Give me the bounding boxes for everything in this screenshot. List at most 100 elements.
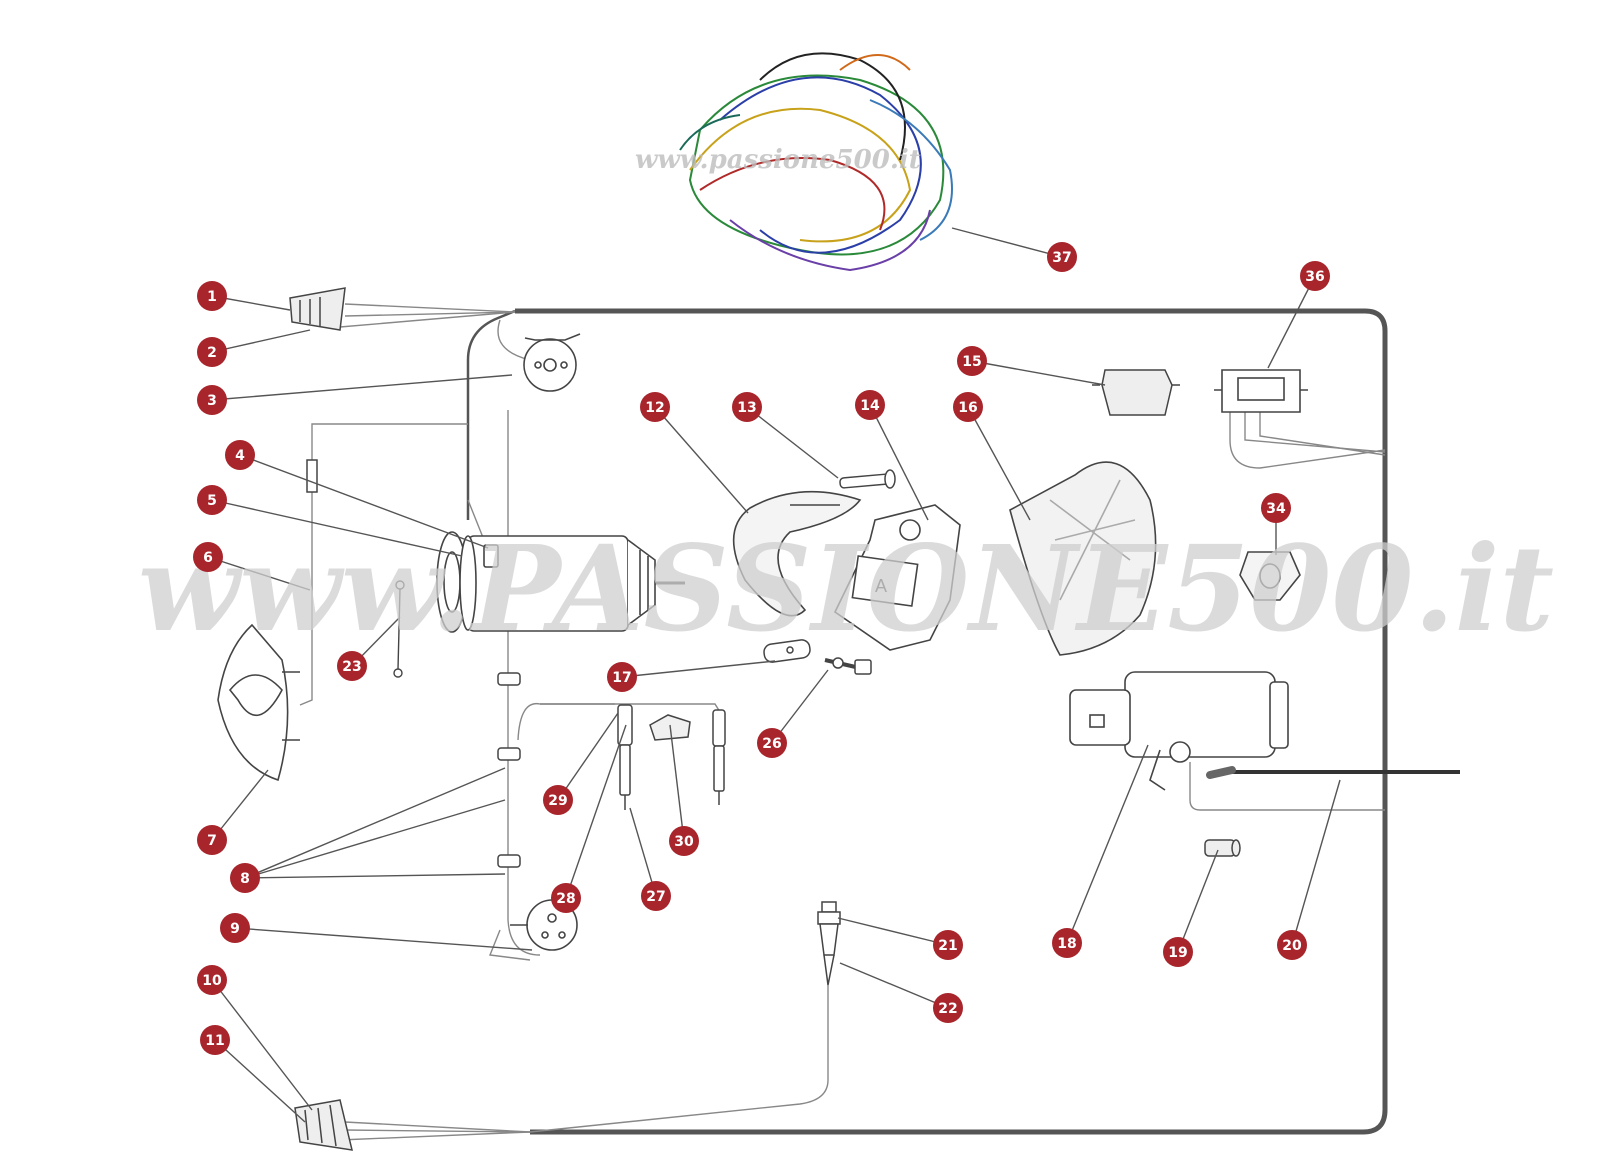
callout-badge-18: 18 [1052, 928, 1082, 958]
callout-badge-21: 21 [933, 930, 963, 960]
callout-number: 7 [207, 833, 217, 849]
callout-badge-13: 13 [732, 392, 762, 422]
callout-badge-22: 22 [933, 993, 963, 1023]
callout-badge-23: 23 [337, 651, 367, 681]
callout-badge-12: 12 [640, 392, 670, 422]
spark-plug-icon [617, 704, 726, 810]
horn-icon [523, 333, 581, 392]
fuse-box-icon: A [833, 504, 961, 651]
callout-number: 10 [202, 973, 222, 989]
callout-number: 5 [207, 493, 217, 509]
callout-badge-circle [197, 825, 227, 855]
callout-badge-6: 6 [193, 542, 223, 572]
cable-20-end [1206, 766, 1236, 779]
callout-badge-circle [933, 930, 963, 960]
callout-badge-circle [607, 662, 637, 692]
callout-number: 26 [762, 736, 781, 752]
callout-badge-circle [197, 485, 227, 515]
gasket-34-icon [1239, 551, 1301, 601]
callout-number: 34 [1266, 501, 1286, 517]
callout-number: 2 [207, 345, 217, 361]
callout-badge-1: 1 [197, 281, 227, 311]
headlamp-icon [217, 623, 300, 782]
fuse-cover-strap-icon [732, 490, 862, 617]
callout-badge-circle [1300, 261, 1330, 291]
watermark-main: www.PASSIONE500.it [138, 519, 1554, 658]
callout-number: 15 [962, 354, 981, 370]
rear-lamp-icon [294, 1099, 353, 1151]
callout-number: 20 [1282, 938, 1302, 954]
callout-badge-circle [1163, 937, 1193, 967]
callout-badge-36: 36 [1300, 261, 1330, 291]
callout-number: 12 [645, 400, 664, 416]
callout-number: 18 [1057, 936, 1076, 952]
callout-badge-3: 3 [197, 385, 227, 415]
callout-badge-10: 10 [197, 965, 227, 995]
callout-number: 27 [646, 889, 665, 905]
callout-badge-circle [197, 385, 227, 415]
voltage-regulator-icon [1092, 369, 1180, 416]
callout-badge-26: 26 [757, 728, 787, 758]
callout-number: 1 [207, 289, 217, 305]
dynamo-icon [436, 531, 685, 633]
front-indicator-icon [289, 287, 346, 331]
callout-badge-circle [551, 883, 581, 913]
callout-number: 29 [548, 793, 567, 809]
callout-number: 3 [207, 393, 217, 409]
terminal-bolt-icon [824, 657, 872, 675]
callout-number: 17 [612, 670, 631, 686]
callout-number: 36 [1305, 269, 1324, 285]
callout-badge-8: 8 [230, 863, 260, 893]
svg-text:A: A [875, 576, 887, 596]
grommet-19-icon [1204, 839, 1241, 857]
callout-badge-circle [1052, 928, 1082, 958]
callout-badge-7: 7 [197, 825, 227, 855]
callout-badge-circle [197, 281, 227, 311]
callout-number: 37 [1052, 250, 1071, 266]
callout-number: 11 [205, 1033, 224, 1049]
grommets [497, 672, 521, 868]
callout-badge-19: 19 [1163, 937, 1193, 967]
callout-badge-circle [1047, 242, 1077, 272]
callout-badge-5: 5 [197, 485, 227, 515]
callout-badge-34: 34 [1261, 493, 1291, 523]
callout-number: 4 [235, 448, 245, 464]
main-loom-frame [466, 308, 1388, 1135]
callout-badge-29: 29 [543, 785, 573, 815]
callout-number: 21 [938, 938, 957, 954]
watermark-small: www.passione500.it [635, 145, 921, 175]
callout-badge-9: 9 [220, 913, 250, 943]
callout-badge-circle [225, 440, 255, 470]
callout-number: 9 [230, 921, 240, 937]
callout-badge-circle [953, 392, 983, 422]
callout-number: 14 [860, 398, 880, 414]
headlamp-reflector-icon [1009, 461, 1157, 656]
oil-pressure-switch-icon [817, 901, 841, 986]
callout-badge-17: 17 [607, 662, 637, 692]
callout-badge-15: 15 [957, 346, 987, 376]
callout-number: 23 [342, 659, 361, 675]
callout-badge-circle [1277, 930, 1307, 960]
thin-wires [299, 303, 1386, 1141]
callout-badge-circle [200, 1025, 230, 1055]
callout-badge-circle [933, 993, 963, 1023]
callout-badge-20: 20 [1277, 930, 1307, 960]
callout-badge-circle [197, 337, 227, 367]
callout-number: 6 [203, 550, 213, 566]
wiring-harness-icon [679, 52, 953, 272]
fuse-holder-icon [306, 459, 318, 493]
callout-badge-37: 37 [1047, 242, 1077, 272]
regulator-36-icon [1214, 369, 1308, 413]
callout-badge-circle [757, 728, 787, 758]
callout-badge-circle [732, 392, 762, 422]
callout-number: 30 [674, 834, 694, 850]
callout-badge-circle [197, 965, 227, 995]
callout-badge-circle [1261, 493, 1291, 523]
callout-badge-28: 28 [551, 883, 581, 913]
callout-badge-circle [220, 913, 250, 943]
callout-number: 13 [737, 400, 756, 416]
callout-badge-circle [641, 881, 671, 911]
